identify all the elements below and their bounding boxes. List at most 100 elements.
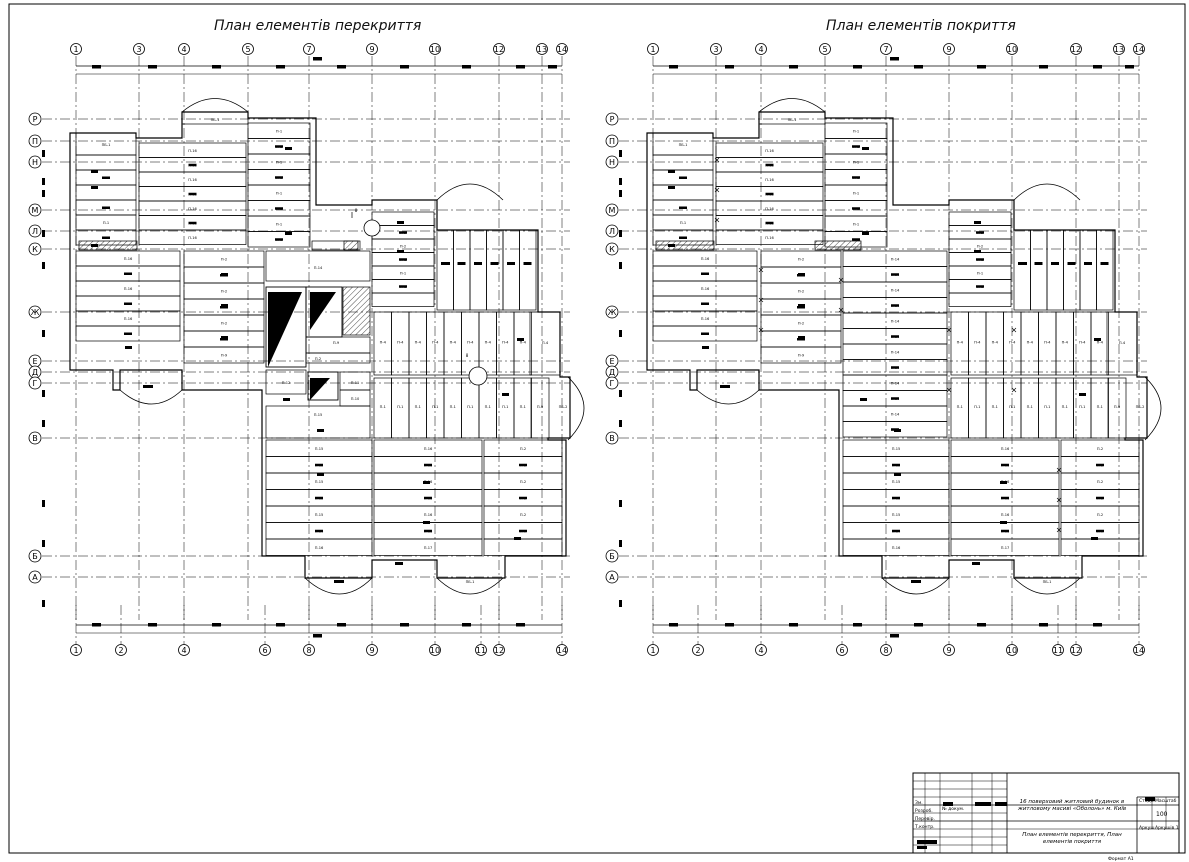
slab-label: П-4 [542,341,549,345]
opening-mark [1000,521,1007,524]
axis-bubble-top [493,43,505,55]
axis-letter: Е [32,357,37,366]
section-callout [363,219,381,237]
slab-label: П-2 [520,513,526,517]
opening-mark [668,244,675,247]
slab-label: П-2 [1097,447,1103,451]
opening-mark [789,65,798,69]
slab-label: ПБ-1 [466,580,475,584]
slab-label: ПБ-1 [211,118,220,122]
opening-mark [514,537,521,540]
axis-letter: А [32,573,38,582]
opening-mark [212,623,221,627]
precast-slab [842,421,948,438]
slab-label: П-15 [315,480,324,484]
slab-label: П-16 [701,287,710,291]
opening-mark [400,65,409,69]
drain-mark [838,277,844,283]
axis-number-bottom: 11 [476,646,486,655]
slab-label: П-17 [424,546,433,550]
slab-label: П-1 [276,160,282,164]
slab-label: П-1 [400,271,406,275]
slab-label: П-1 [1027,405,1033,409]
opening-mark [1039,65,1048,69]
axis-bubble-left [28,242,42,256]
axis-letter: Л [32,227,38,236]
axis-number-bottom: 6 [839,646,844,655]
axis-number-top: 9 [946,45,951,54]
opening-mark [1020,262,1027,265]
opening-mark [92,65,101,69]
slab-label: П-15 [892,480,901,484]
slab-label: П-1 [1009,405,1015,409]
opening-mark [424,496,432,500]
slab-label: П-9 [221,354,228,358]
axis-letter: Н [32,158,38,167]
opening-mark [423,521,430,524]
slab-label: П-9 [333,341,340,345]
slab-label: П-15 [892,447,901,451]
opening-mark [102,206,110,209]
precast-slab [652,154,714,171]
opening-mark [220,338,228,341]
axis-bubble-top [755,43,767,55]
title-floor-plan: План елементів перекриття [214,18,422,34]
stair-block [311,240,361,251]
balcony-arc [436,577,504,595]
axis-bubble-bottom [943,644,955,656]
slab-label: П-16 [701,257,710,261]
axis-bubble-top [556,43,568,55]
opening-mark [1051,262,1059,265]
sheet-border [8,3,1186,854]
balcony-arc [181,98,249,113]
opening-mark [221,304,228,307]
opening-mark [1093,623,1102,627]
opening-mark [42,190,45,197]
axis-number-bottom: 12 [1071,646,1081,655]
opening-mark [892,496,900,500]
slab-label: ПБ-2 [559,405,568,409]
axis-number-top: 12 [494,45,504,54]
axis-bubble-left [28,305,42,319]
opening-mark [974,221,981,224]
slab-label: П-2 [520,447,526,451]
opening-mark [976,285,984,288]
axis-number-bottom: 1 [73,646,78,655]
opening-mark [619,230,622,237]
axis-bubble-top [819,43,831,55]
opening-mark [891,366,899,369]
precast-slab [530,377,550,439]
slab-label: ПБ-1 [102,143,111,147]
axis-letter: Г [610,379,615,388]
axis-bubble-left [28,376,42,390]
opening-mark [42,230,45,237]
opening-mark [42,178,45,185]
slab-label: П-1 [853,191,859,195]
scale-label: Масштаб [1155,798,1177,804]
opening-mark [400,623,409,627]
opening-mark [1001,529,1009,533]
precast-slab [1030,229,1048,311]
opening-mark [275,238,283,241]
opening-mark [188,192,197,196]
section-callout [468,366,488,386]
axis-bubble-bottom [880,644,892,656]
opening-mark [914,623,923,627]
opening-mark [143,385,153,388]
opening-mark [42,600,45,607]
opening-mark [679,176,687,179]
axis-number-top: 5 [822,45,827,54]
slab-label: П-1 [276,129,282,133]
precast-slab [305,352,371,364]
precast-slab [1096,229,1114,311]
precast-slab [1090,311,1109,376]
slab-label: П-2 [221,290,227,294]
axis-bubble-top [1070,43,1082,55]
slab-label: П-9 [1114,405,1121,409]
opening-mark [853,65,862,69]
slab-label: П-4 [450,341,457,345]
axis-bubble-left [605,155,619,169]
precast-slab [1060,538,1140,556]
sheet-label: Аркуш [1139,825,1154,831]
